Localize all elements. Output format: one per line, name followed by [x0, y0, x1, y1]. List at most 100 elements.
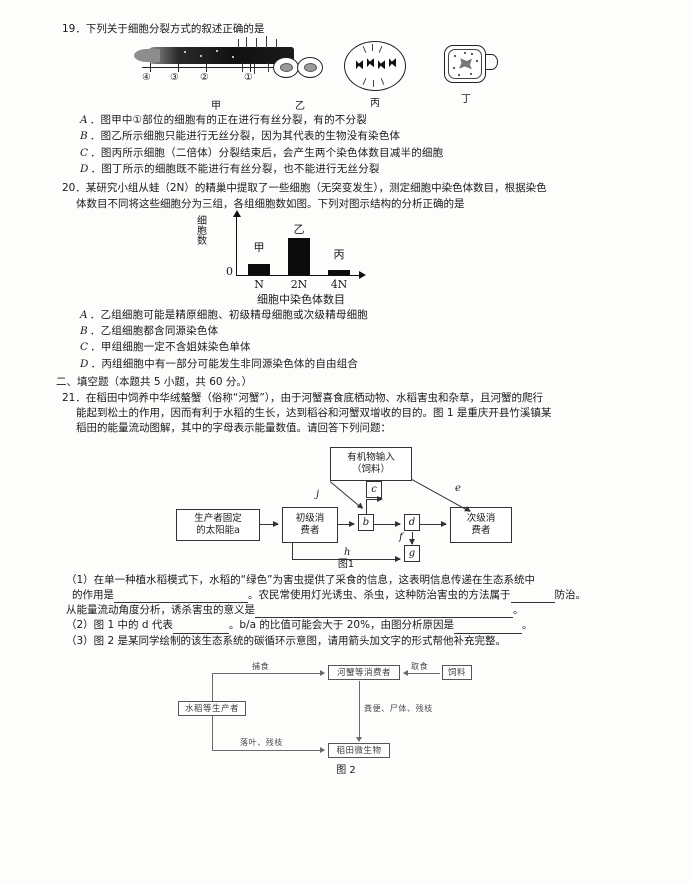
figure-1-caption: 图1	[337, 558, 355, 570]
question-20-option-d: D．丙组细胞中有一部分可能发生非同源染色体的自由组合	[0, 356, 692, 372]
fig1-arrow-d-to-secondary	[420, 520, 447, 528]
fig2-label-ingest: 取食	[411, 661, 429, 671]
option-text-a: ．乙组细胞可能是精原细胞、初级精母细胞或次级精母细胞	[89, 308, 368, 321]
sub1-text-b-pre: 的作用是	[72, 588, 114, 601]
question-21-stem: 21．在稻田中饲养中华绒螯蟹（俗称“河蟹”），由于河蟹喜食底栖动物、水稻害虫和杂…	[0, 391, 692, 406]
fig1-box-organic-input: 有机物输入 （饲料）	[330, 446, 412, 481]
figure-2-caption: 图 2	[336, 764, 356, 776]
dividing-cell-drawing	[344, 41, 406, 92]
question-19-figure-group: ④ ③ ② ① 甲 乙	[0, 36, 692, 113]
answer-blank-3[interactable]	[255, 607, 513, 619]
question-20-chart: 细胞数 0 甲 乙 丙 N 2N 4N 细胞中	[0, 209, 692, 306]
figure-binary-fission-yi: 乙	[272, 45, 328, 112]
option-letter-d: D	[80, 357, 89, 370]
bar-label-jia: 甲	[253, 240, 265, 254]
sub1-text-b-mid: 。农民常使用灯光诱虫、杀虫，这种防治害虫的方法属于	[248, 588, 511, 601]
fig1-arrow-e	[411, 478, 471, 512]
fig1-label-e: e	[455, 482, 461, 494]
fig1-arrow-b-to-c	[366, 495, 383, 503]
sub1-text-c-post: 。	[513, 604, 524, 617]
binary-fission-drawing	[272, 45, 328, 89]
bar-group-bing: 丙	[322, 216, 356, 275]
option-text-a: ．图甲中①部位的细胞有的正在进行有丝分裂，有的不分裂	[89, 114, 367, 127]
sub1-text-a: （1）在单一种植水稻模式下，水稻的“绿色”为害虫提供了采食的信息，这表明信息传递…	[66, 573, 536, 586]
sub1-text-c-pre: 从能量流动角度分析，诱杀害虫的意义是	[66, 604, 255, 617]
fig2-line-producer-up	[212, 672, 214, 701]
question-19-option-c: C．图丙所示细胞（二倍体）分裂结束后，会产生两个染色体数目减半的细胞	[0, 145, 692, 161]
question-21-stem-line2-wrap: 能起到松土的作用，因而有利于水稻的生长，达到稻谷和河蟹双增收的目的。图 1 是重…	[0, 406, 692, 421]
bar-yi	[288, 237, 310, 275]
bacterium-drawing	[442, 42, 498, 88]
fig1-arrow-h-to-g	[292, 555, 401, 563]
bar-chart: 细胞数 0 甲 乙 丙 N 2N 4N 细胞中	[196, 209, 406, 306]
fig1-box-c: c	[366, 480, 382, 498]
figure-caption-yi: 乙	[295, 101, 305, 113]
question-19-option-d: D．图丁所示的细胞既不能进行有丝分裂，也不能进行无丝分裂	[0, 161, 692, 177]
fig1-label-h: h	[344, 546, 351, 558]
option-letter-d: D	[80, 163, 89, 176]
fig1-box-d: d	[404, 513, 420, 531]
fig1-box-g: g	[404, 544, 420, 562]
bar-bing	[328, 269, 350, 275]
question-19-stem-text: ．下列关于细胞分裂方式的叙述正确的是	[75, 23, 265, 35]
question-21-stem-line3: 稻田的能量流动图解，其中的字母表示能量数值。请回答下列问题：	[76, 422, 391, 435]
fig2-label-predation: 捕食	[252, 661, 270, 671]
question-21-sub2: （2）图 1 中的 d 代表。b/a 的比值可能会大于 20%，由图分析原因是。	[0, 618, 692, 634]
question-19-number: 19	[62, 23, 76, 35]
bar-label-bing: 丙	[333, 247, 345, 261]
figure-caption-jia: 甲	[211, 101, 221, 113]
fig1-arrow-d-to-g	[408, 531, 416, 545]
root-tip-tick-3: ③	[170, 72, 179, 84]
fig1-box-producer: 生产者固定 的太阳能a	[176, 508, 260, 541]
sub3-text: （3）图 2 是某同学绘制的该生态系统的碳循环示意图，请用箭头加文字的形式帮他补…	[66, 634, 507, 647]
figure-2-carbon-cycle: 水稻等生产者 河蟹等消费者 饲料 稻田微生物 捕食 取食 粪便、尸体、残枝 落叶…	[0, 651, 692, 776]
question-21-sub3: （3）图 2 是某同学绘制的该生态系统的碳循环示意图，请用箭头加文字的形式帮他补…	[0, 634, 692, 649]
answer-blank-5[interactable]	[454, 623, 523, 634]
figure-root-tip-jia: ④ ③ ② ① 甲	[132, 36, 300, 113]
answer-blank-1[interactable]	[114, 592, 248, 604]
chart-y-axis-label: 细胞数	[197, 215, 207, 248]
fig2-arrow-ingest	[403, 669, 440, 677]
question-20-stem-line1: ．某研究小组从蛙（2N）的精巢中提取了一些细胞（无突变发生），测定细胞中染色体数…	[75, 182, 547, 195]
flagellum	[485, 54, 498, 71]
root-tip-body	[146, 47, 294, 65]
chart-bars: 甲 乙 丙	[236, 216, 360, 275]
question-21-sub1-line1: （1）在单一种植水稻模式下，水稻的“绿色”为害虫提供了采食的信息，这表明信息传递…	[0, 573, 692, 588]
option-text-d: ．丙组细胞中有一部分可能发生非同源染色体的自由组合	[90, 357, 359, 370]
fig2-line-producer-down	[212, 715, 214, 751]
fig2-box-consumer: 河蟹等消费者	[328, 664, 400, 680]
option-text-c: ．图丙所示细胞（二倍体）分裂结束后，会产生两个染色体数目减半的细胞	[90, 146, 444, 159]
answer-blank-4[interactable]	[172, 623, 229, 634]
plasma-membrane	[448, 49, 482, 80]
fig2-label-litter: 落叶、残枝	[240, 737, 283, 747]
root-tip-tick-2: ②	[200, 72, 209, 84]
answer-blank-2[interactable]	[510, 592, 555, 604]
chart-origin-label: 0	[226, 264, 233, 278]
sub2-text-pre: （2）图 1 中的 d 代表	[66, 619, 173, 632]
fig1-box-secondary-consumer: 次级消 费者	[450, 506, 512, 543]
question-21-sub1-line3: 从能量流动角度分析，诱杀害虫的意义是 。	[0, 603, 692, 619]
chart-y-axis	[231, 209, 243, 276]
question-21-number: 21	[62, 392, 76, 404]
option-text-b: ．乙组细胞都含同源染色体	[89, 324, 219, 337]
sub2-text-mid: 。b/a 的比值可能会大于 20%，由图分析原因是	[228, 619, 455, 632]
bar-group-jia: 甲	[242, 216, 276, 275]
question-21-stem-line3-wrap: 稻田的能量流动图解，其中的字母表示能量数值。请回答下列问题：	[0, 421, 692, 436]
figure-caption-ding: 丁	[461, 94, 471, 106]
figure-1-energy-flow: 有机物输入 （饲料） 生产者固定 的太阳能a 初级消 费者 次级消 费者 c b…	[0, 441, 692, 570]
fig2-box-producer: 水稻等生产者	[178, 700, 246, 716]
section-heading: 二、填空题（本题共 5 小题，共 60 分。）	[0, 375, 692, 390]
question-20-stem: 20．某研究小组从蛙（2N）的精巢中提取了一些细胞（无突变发生），测定细胞中染色…	[0, 181, 692, 196]
fig1-line-h-down	[292, 542, 294, 560]
fig1-box-primary-consumer: 初级消 费者	[282, 506, 338, 543]
nucleoid	[459, 58, 472, 70]
fig1-line-b-up	[366, 498, 368, 515]
fig2-arrow-predation	[212, 669, 325, 677]
option-letter-b: B	[80, 324, 88, 337]
question-19-option-a: A．图甲中①部位的细胞有的正在进行有丝分裂，有的不分裂	[0, 112, 692, 128]
question-20-number: 20	[62, 182, 76, 195]
bar-label-yi: 乙	[293, 222, 305, 236]
question-20-option-b: B．乙组细胞都含同源染色体	[0, 323, 692, 339]
question-21-stem-line1: ．在稻田中饲养中华绒螯蟹（俗称“河蟹”），由于河蟹喜食底栖动物、水稻害虫和杂草，…	[75, 392, 544, 404]
bar-group-yi: 乙	[282, 216, 316, 275]
